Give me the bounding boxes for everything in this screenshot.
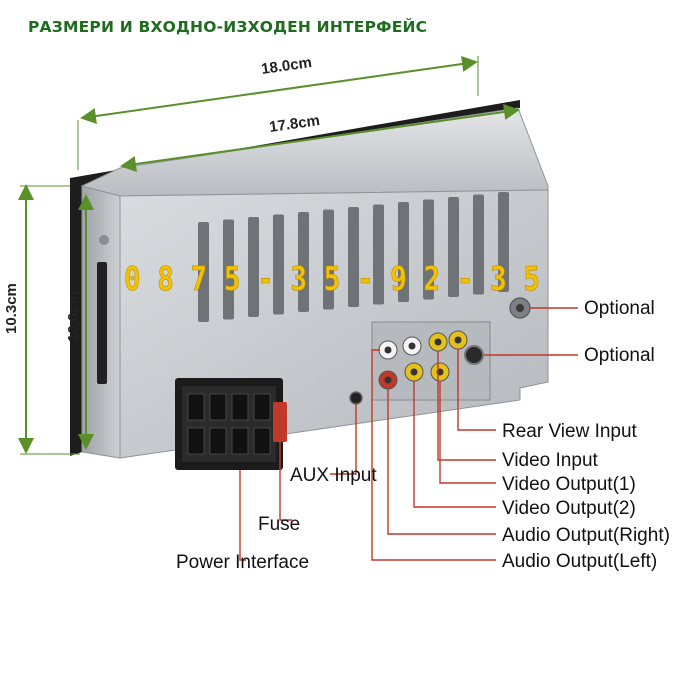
label-fuse: Fuse	[258, 514, 300, 535]
dim-width-outer: 18.0cm	[260, 54, 313, 78]
phone-number-overlay: 0 8 7 5 - 3 5 - 9 2 - 3 5	[124, 259, 540, 298]
power-connector	[175, 378, 283, 470]
aux-jack	[349, 391, 363, 405]
rca-white-2	[402, 336, 422, 356]
page-title: РАЗМЕРИ И ВХОДНО-ИЗХОДЕН ИНТЕРФЕЙС	[28, 18, 428, 36]
connector-pin	[209, 427, 227, 455]
label-audio-output-left: Audio Output(Left)	[502, 551, 657, 572]
rca-video-input	[428, 332, 448, 352]
cooling-fin	[348, 207, 359, 307]
dimension-lines: 18.0cm 17.8cm 10.3cm 10.0cm	[3, 54, 520, 455]
callout-lines	[239, 307, 578, 561]
label-aux-input: AUX Input	[290, 465, 377, 486]
cooling-fin	[448, 197, 459, 297]
rca-rear-view-input	[448, 330, 468, 350]
cooling-fin	[498, 192, 509, 292]
connector-pin	[187, 427, 205, 455]
label-rear-view-input: Rear View Input	[502, 421, 638, 442]
dim-height-inner: 10.0cm	[65, 291, 82, 342]
cooling-fin	[473, 194, 484, 295]
optional-port-2	[464, 345, 484, 365]
cooling-fin	[248, 217, 259, 317]
fuse	[273, 402, 287, 442]
cooling-fin	[373, 204, 384, 305]
cooling-fin	[323, 209, 334, 310]
side-screw	[99, 235, 109, 245]
rca-audio-left	[378, 340, 398, 360]
label-audio-output-right: Audio Output(Right)	[502, 525, 670, 546]
cooling-fin	[198, 222, 209, 322]
connector-pin	[253, 427, 271, 455]
label-video-input: Video Input	[502, 450, 599, 471]
connector-pin	[209, 393, 227, 421]
connector-pin	[231, 393, 249, 421]
dim-height-outer: 10.3cm	[3, 283, 20, 334]
cooling-fin	[273, 214, 284, 315]
label-video-output-2: Video Output(2)	[502, 498, 636, 519]
connector-pin	[253, 393, 271, 421]
rca-audio-right	[378, 370, 398, 390]
label-power-interface: Power Interface	[176, 552, 309, 573]
label-optional-2: Optional	[584, 345, 655, 366]
cooling-fins	[198, 192, 509, 322]
label-optional-1: Optional	[584, 298, 655, 319]
connector-pin	[187, 393, 205, 421]
cooling-fin	[398, 202, 409, 302]
cooling-fin	[223, 219, 234, 320]
dim-width-inner: 17.8cm	[268, 112, 321, 136]
rca-video-output-2	[404, 362, 424, 382]
label-video-output-1: Video Output(1)	[502, 474, 636, 495]
connector-pin	[231, 427, 249, 455]
cooling-fin	[423, 199, 434, 300]
rca-video-output-1	[430, 362, 450, 382]
cooling-fin	[298, 212, 309, 312]
side-slot	[97, 262, 107, 384]
